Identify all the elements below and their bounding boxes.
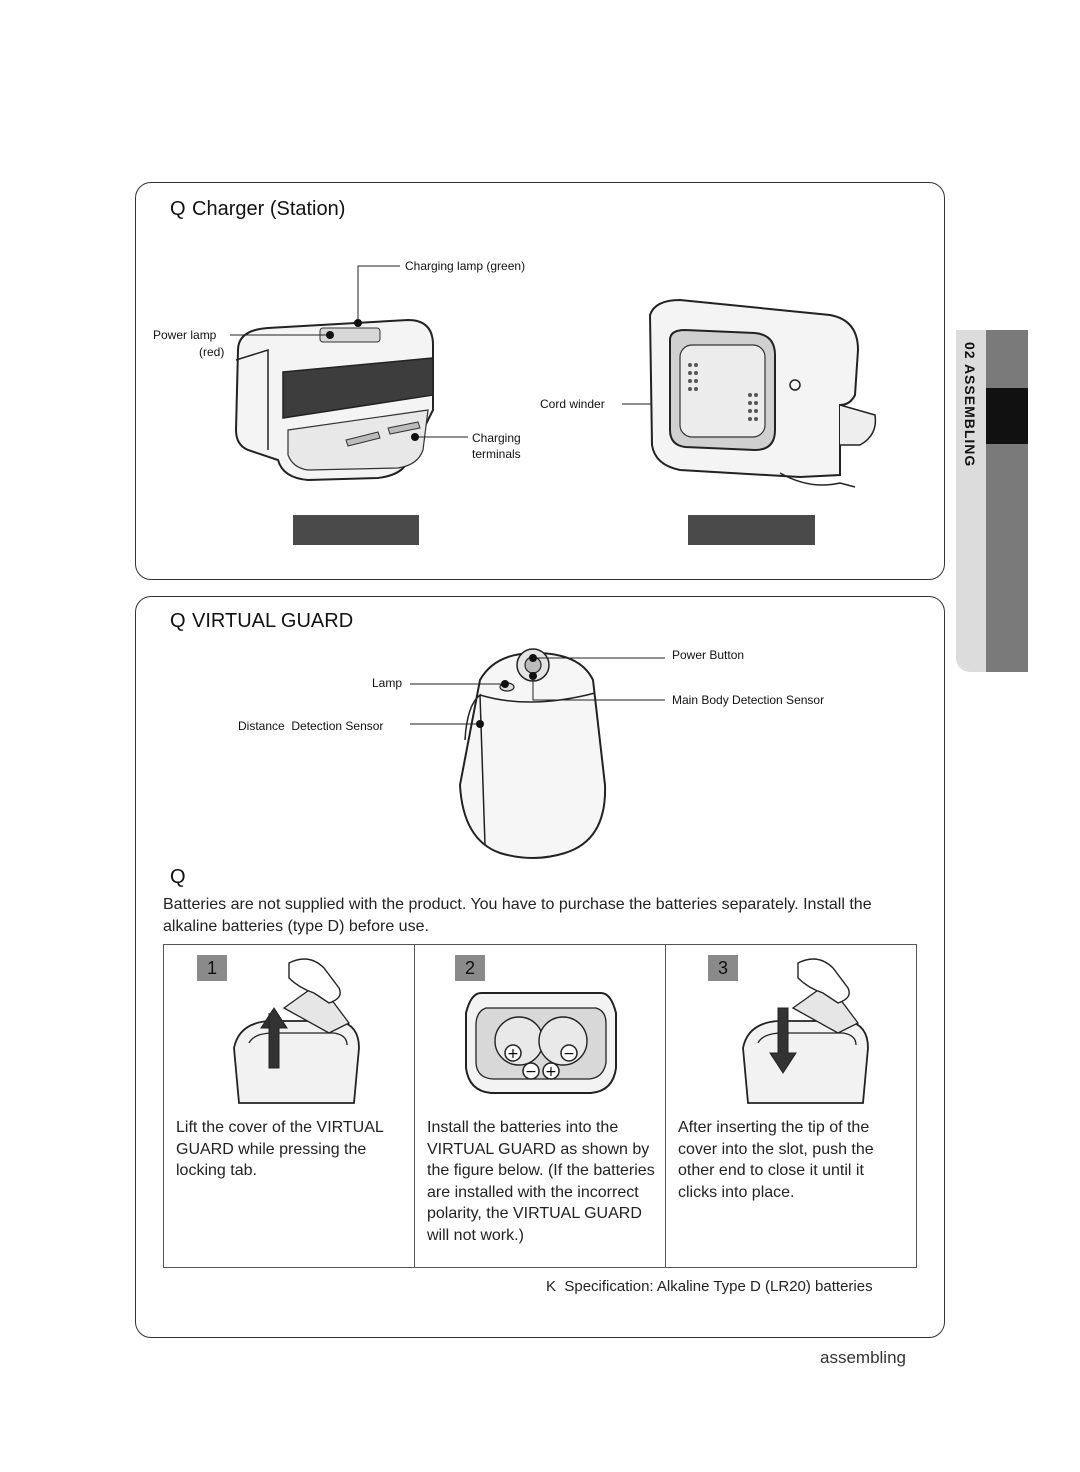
step-1-illustration: [233, 958, 360, 1104]
virtual-guard-title: Q VIRTUAL GUARD: [170, 610, 353, 633]
distance-sensor-label: Distance Detection Sensor: [238, 719, 384, 733]
step-number: 2: [455, 955, 485, 981]
charging-terminals-label-2: terminals: [472, 447, 521, 461]
svg-text:+: +: [507, 1046, 519, 1062]
spec-text: Specification: Alkaline Type D (LR20) ba…: [564, 1278, 873, 1295]
step-cell-2: 2 + − − + Install the batteries into the…: [414, 944, 666, 1268]
power-button-label: Power Button: [672, 648, 745, 662]
battery-spec: K Specification: Alkaline Type D (LR20) …: [546, 1278, 873, 1295]
chapter-tab-marker: [986, 388, 1028, 444]
step-text: Lift the cover of the VIRTUAL GUARD whil…: [176, 1119, 384, 1179]
lamp-label: Lamp: [372, 676, 403, 690]
virtual-guard-title-text: VIRTUAL GUARD: [192, 610, 354, 632]
charger-front-illustration: [234, 318, 434, 482]
virtual-guard-callout-lines: [410, 654, 665, 728]
step-cell-1: 1 Lift the cover of the VIRTUAL GUARD wh…: [163, 944, 415, 1268]
step-text: Install the batteries into the VIRTUAL G…: [427, 1119, 655, 1244]
charger-title-text: Charger (Station): [192, 198, 346, 220]
step-text: After inserting the tip of the cover int…: [678, 1119, 874, 1201]
charger-title: Q Charger (Station): [170, 198, 345, 221]
svg-text:−: −: [525, 1064, 537, 1080]
image-caption-bar-right: [688, 515, 815, 545]
step-number: 1: [197, 955, 227, 981]
power-lamp-color-label: (red): [199, 345, 225, 359]
charging-terminals-label: Charging: [472, 431, 521, 445]
step-cell-3: 3 After inserting the tip of the cover i…: [665, 944, 917, 1268]
section-bullet: Q: [170, 198, 186, 220]
charger-back-illustration: [648, 298, 877, 488]
cord-winder-label: Cord winder: [540, 397, 605, 411]
image-caption-bar-left: [293, 515, 419, 545]
chapter-label: 02 ASSEMBLING: [962, 342, 978, 468]
batteries-intro: Batteries are not supplied with the prod…: [163, 896, 872, 935]
svg-text:−: −: [563, 1046, 575, 1062]
main-body-sensor-label: Main Body Detection Sensor: [672, 693, 825, 707]
battery-steps-table: 1 Lift the cover of the VIRTUAL GUARD wh…: [163, 944, 917, 1268]
chapter-tab-background: [956, 330, 986, 672]
batteries-bullet: Q: [170, 866, 186, 888]
step-3-illustration: [742, 958, 869, 1104]
charging-lamp-label: Charging lamp (green): [405, 259, 526, 273]
section-bullet: Q: [170, 610, 186, 632]
footer-section-label: assembling: [820, 1348, 906, 1367]
spec-bullet: K: [546, 1278, 557, 1295]
svg-text:+: +: [545, 1064, 557, 1080]
power-lamp-label: Power lamp: [153, 328, 217, 342]
chapter-tab-bar: [986, 330, 1028, 672]
step-2-illustration: + − − +: [465, 992, 617, 1094]
step-number: 3: [708, 955, 738, 981]
